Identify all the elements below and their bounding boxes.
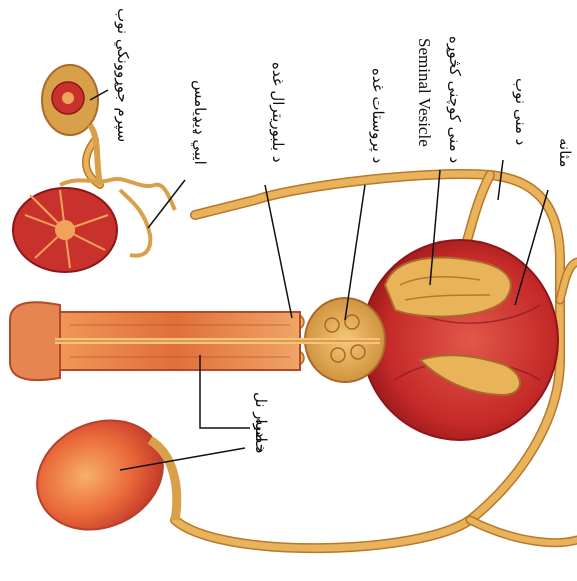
testis-cross-section bbox=[13, 188, 117, 272]
label-testis: خصیه bbox=[253, 418, 268, 453]
label-epididymis: ایبي ډیډیامس bbox=[192, 80, 207, 165]
label-seminal-vesicle-en: Seminal Vesicle bbox=[416, 38, 433, 147]
seminiferous-tubule bbox=[42, 65, 100, 185]
label-vas-deferens: د منی نوب bbox=[513, 78, 528, 145]
label-seminiferous-tubule: سپرم جوړوونکي نوب bbox=[115, 8, 130, 142]
label-prostate: د پروستات غده bbox=[370, 68, 385, 163]
label-seminal-vesicle-ps: د منی کوچنی کڅوړه bbox=[447, 36, 462, 163]
testis bbox=[19, 400, 181, 549]
label-bulbourethral: د بلبوریترال غده bbox=[270, 62, 285, 163]
label-bladder: مثانه bbox=[557, 138, 572, 167]
leader-bulbourethral bbox=[265, 185, 292, 318]
